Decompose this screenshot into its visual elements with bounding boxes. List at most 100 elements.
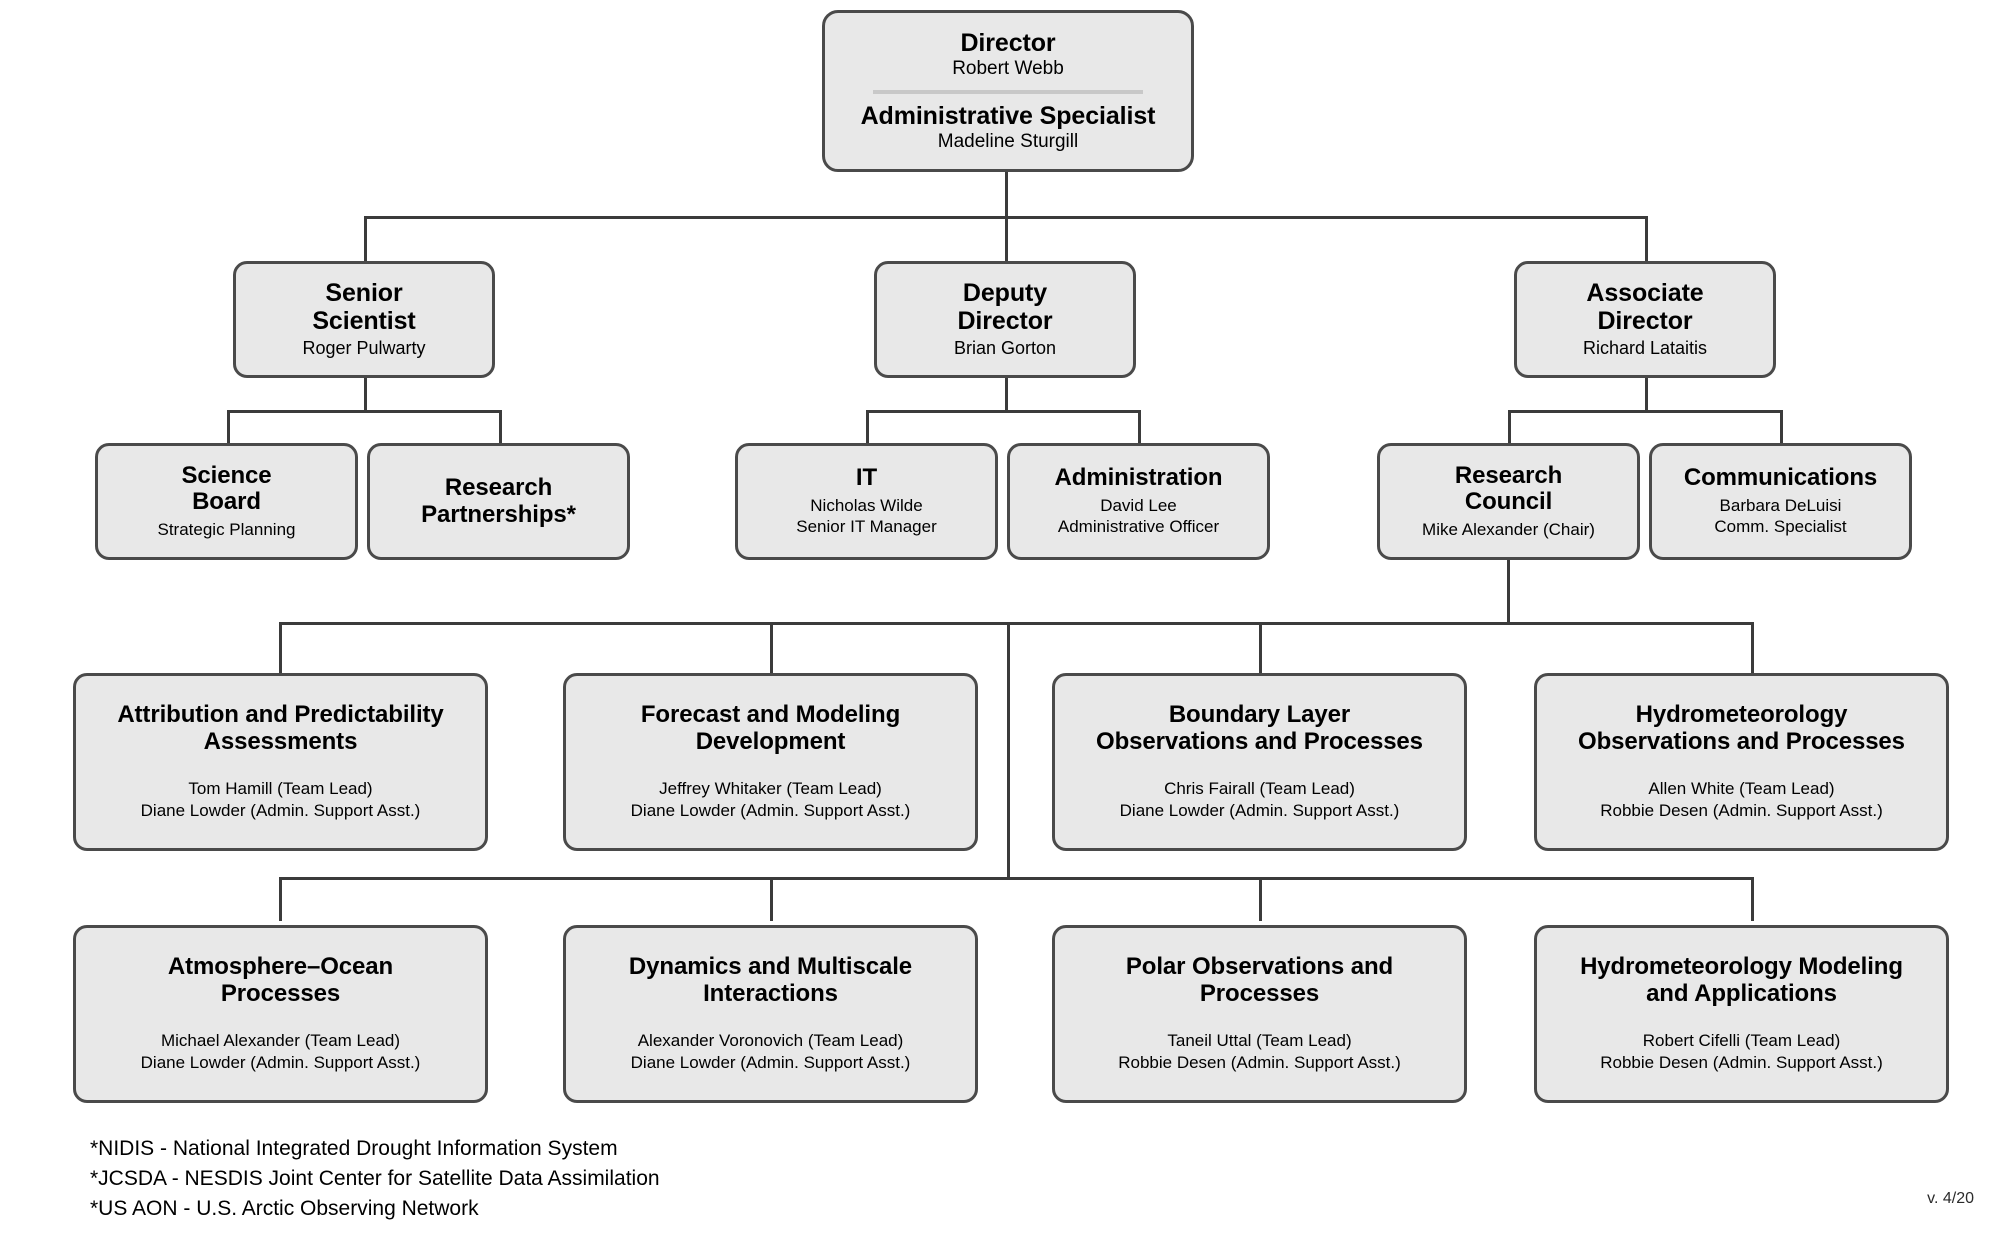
node-boundary-layer-observations-and-processes[interactable]: Boundary Layer Observations and Processe… [1052, 673, 1467, 851]
connector-deputy-director-bus [866, 410, 1141, 413]
research-council-title-line2: Council [1464, 488, 1553, 516]
attribution-admin: Diane Lowder (Admin. Support Asst.) [140, 800, 421, 820]
hydromet-obs-title-line1: Hydrometeorology [1635, 701, 1848, 729]
dynamics-title-line1: Dynamics and Multiscale [628, 953, 913, 981]
node-dynamics-and-multiscale-interactions[interactable]: Dynamics and Multiscale Interactions Ale… [563, 925, 978, 1103]
connector-senior-scientist-bus [227, 410, 502, 413]
node-science-board[interactable]: Science Board Strategic Planning [95, 443, 358, 560]
polar-title-line2: Processes [1199, 979, 1320, 1007]
node-it[interactable]: IT Nicholas Wilde Senior IT Manager [735, 443, 998, 560]
node-hydrometeorology-modeling-and-applications[interactable]: Hydrometeorology Modeling and Applicatio… [1534, 925, 1949, 1103]
footnote-jcsda: *JCSDA - NESDIS Joint Center for Satelli… [90, 1166, 660, 1190]
node-senior-scientist[interactable]: Senior Scientist Roger Pulwarty [233, 261, 495, 378]
connector-communications-drop [1780, 410, 1783, 444]
node-communications[interactable]: Communications Barbara DeLuisi Comm. Spe… [1649, 443, 1912, 560]
associate-director-role-line2: Director [1597, 307, 1693, 336]
associate-director-name: Richard Lataitis [1582, 338, 1708, 359]
communications-title-line1: Communications [1683, 464, 1878, 492]
hydromet-obs-lead: Allen White (Team Lead) [1648, 778, 1835, 798]
node-hydrometeorology-observations-and-processes[interactable]: Hydrometeorology Observations and Proces… [1534, 673, 1949, 851]
node-deputy-director[interactable]: Deputy Director Brian Gorton [874, 261, 1136, 378]
dynamics-admin: Diane Lowder (Admin. Support Asst.) [630, 1052, 911, 1072]
atmos-ocean-title-line2: Processes [220, 979, 341, 1007]
node-research-council[interactable]: Research Council Mike Alexander (Chair) [1377, 443, 1640, 560]
node-research-partnerships[interactable]: Research Partnerships* [367, 443, 630, 560]
node-associate-director[interactable]: Associate Director Richard Lataitis [1514, 261, 1776, 378]
deputy-director-name: Brian Gorton [953, 338, 1057, 359]
connector-boundary-layer-drop [1259, 622, 1262, 676]
senior-scientist-role-line2: Scientist [312, 307, 416, 336]
footnotes: *NIDIS - National Integrated Drought Inf… [90, 1134, 660, 1223]
forecast-lead: Jeffrey Whitaker (Team Lead) [659, 778, 882, 798]
boundary-layer-admin: Diane Lowder (Admin. Support Asst.) [1119, 800, 1400, 820]
connector-director-down [1005, 171, 1008, 219]
dynamics-lead: Alexander Voronovich (Team Lead) [637, 1030, 904, 1050]
communications-sub2: Comm. Specialist [1714, 517, 1847, 537]
version-label: v. 4/20 [1927, 1190, 1974, 1207]
admin-specialist-role: Administrative Specialist [860, 101, 1156, 130]
connector-research-council-spine [1507, 559, 1510, 625]
connector-it-drop [866, 410, 869, 444]
connector-divisions-spine-lower [1007, 622, 1010, 880]
atmos-ocean-lead: Michael Alexander (Team Lead) [160, 1030, 401, 1050]
hydromet-obs-title-line2: Observations and Processes [1578, 727, 1905, 755]
associate-director-role-line1: Associate [1586, 279, 1704, 308]
atmos-ocean-admin: Diane Lowder (Admin. Support Asst.) [140, 1052, 421, 1072]
hydromet-model-admin: Robbie Desen (Admin. Support Asst.) [1600, 1052, 1883, 1072]
dynamics-title-line2: Interactions [703, 979, 838, 1007]
connector-atmos-ocean-drop [279, 877, 282, 921]
polar-admin: Robbie Desen (Admin. Support Asst.) [1118, 1052, 1401, 1072]
attribution-lead: Tom Hamill (Team Lead) [188, 778, 373, 798]
node-administration[interactable]: Administration David Lee Administrative … [1007, 443, 1270, 560]
boundary-layer-title-line1: Boundary Layer [1168, 701, 1351, 729]
connector-polar-drop [1259, 877, 1262, 921]
communications-sub1: Barbara DeLuisi [1719, 496, 1842, 516]
atmos-ocean-title-line1: Atmosphere–Ocean [167, 953, 394, 981]
senior-scientist-name: Roger Pulwarty [302, 338, 426, 359]
research-council-title-line1: Research [1454, 461, 1563, 489]
deputy-director-role-line1: Deputy [962, 279, 1048, 308]
admin-specialist-name: Madeline Sturgill [937, 130, 1079, 152]
footnote-usaon: *US AON - U.S. Arctic Observing Network [90, 1196, 479, 1220]
hydromet-model-lead: Robert Cifelli (Team Lead) [1642, 1030, 1841, 1050]
connector-research-council-drop [1508, 410, 1511, 444]
connector-senior-scientist-drop [364, 216, 367, 262]
connector-divisions-row2-bus [279, 877, 1754, 880]
node-forecast-and-modeling-development[interactable]: Forecast and Modeling Development Jeffre… [563, 673, 978, 851]
deputy-director-role-line2: Director [957, 307, 1053, 336]
node-director[interactable]: Director Robert Webb Administrative Spec… [822, 10, 1194, 172]
connector-dynamics-drop [770, 877, 773, 921]
connector-forecast-drop [770, 622, 773, 676]
node-atmosphere-ocean-processes[interactable]: Atmosphere–Ocean Processes Michael Alexa… [73, 925, 488, 1103]
boundary-layer-title-line2: Observations and Processes [1096, 727, 1423, 755]
forecast-title-line2: Development [695, 727, 846, 755]
director-divider [873, 89, 1143, 94]
connector-associate-director-bus [1508, 410, 1783, 413]
connector-research-partnerships-drop [499, 410, 502, 444]
director-name: Robert Webb [952, 57, 1064, 79]
connector-deputy-director-down [1005, 377, 1008, 413]
attribution-title-line1: Attribution and Predictability [117, 701, 444, 729]
science-board-title-line1: Science [181, 461, 272, 489]
node-attribution-and-predictability-assessments[interactable]: Attribution and Predictability Assessmen… [73, 673, 488, 851]
forecast-title-line1: Forecast and Modeling [640, 701, 901, 729]
research-council-sub1: Mike Alexander (Chair) [1422, 520, 1595, 540]
connector-deputy-director-drop [1005, 216, 1008, 262]
connector-hydromet-model-drop [1751, 877, 1754, 921]
connector-attribution-drop [279, 622, 282, 676]
science-board-title-line2: Board [192, 488, 261, 516]
administration-title-line1: Administration [1054, 464, 1223, 492]
it-sub1: Nicholas Wilde [810, 496, 923, 516]
senior-scientist-role-line1: Senior [325, 279, 403, 308]
boundary-layer-lead: Chris Fairall (Team Lead) [1164, 778, 1355, 798]
hydromet-obs-admin: Robbie Desen (Admin. Support Asst.) [1600, 800, 1883, 820]
connector-senior-scientist-down [364, 377, 367, 413]
polar-title-line1: Polar Observations and [1125, 953, 1394, 981]
hydromet-model-title-line2: and Applications [1646, 979, 1837, 1007]
administration-sub1: David Lee [1100, 496, 1177, 516]
science-board-sub1: Strategic Planning [157, 520, 296, 540]
it-sub2: Senior IT Manager [796, 517, 937, 537]
node-polar-observations-and-processes[interactable]: Polar Observations and Processes Taneil … [1052, 925, 1467, 1103]
administration-sub2: Administrative Officer [1057, 517, 1220, 537]
